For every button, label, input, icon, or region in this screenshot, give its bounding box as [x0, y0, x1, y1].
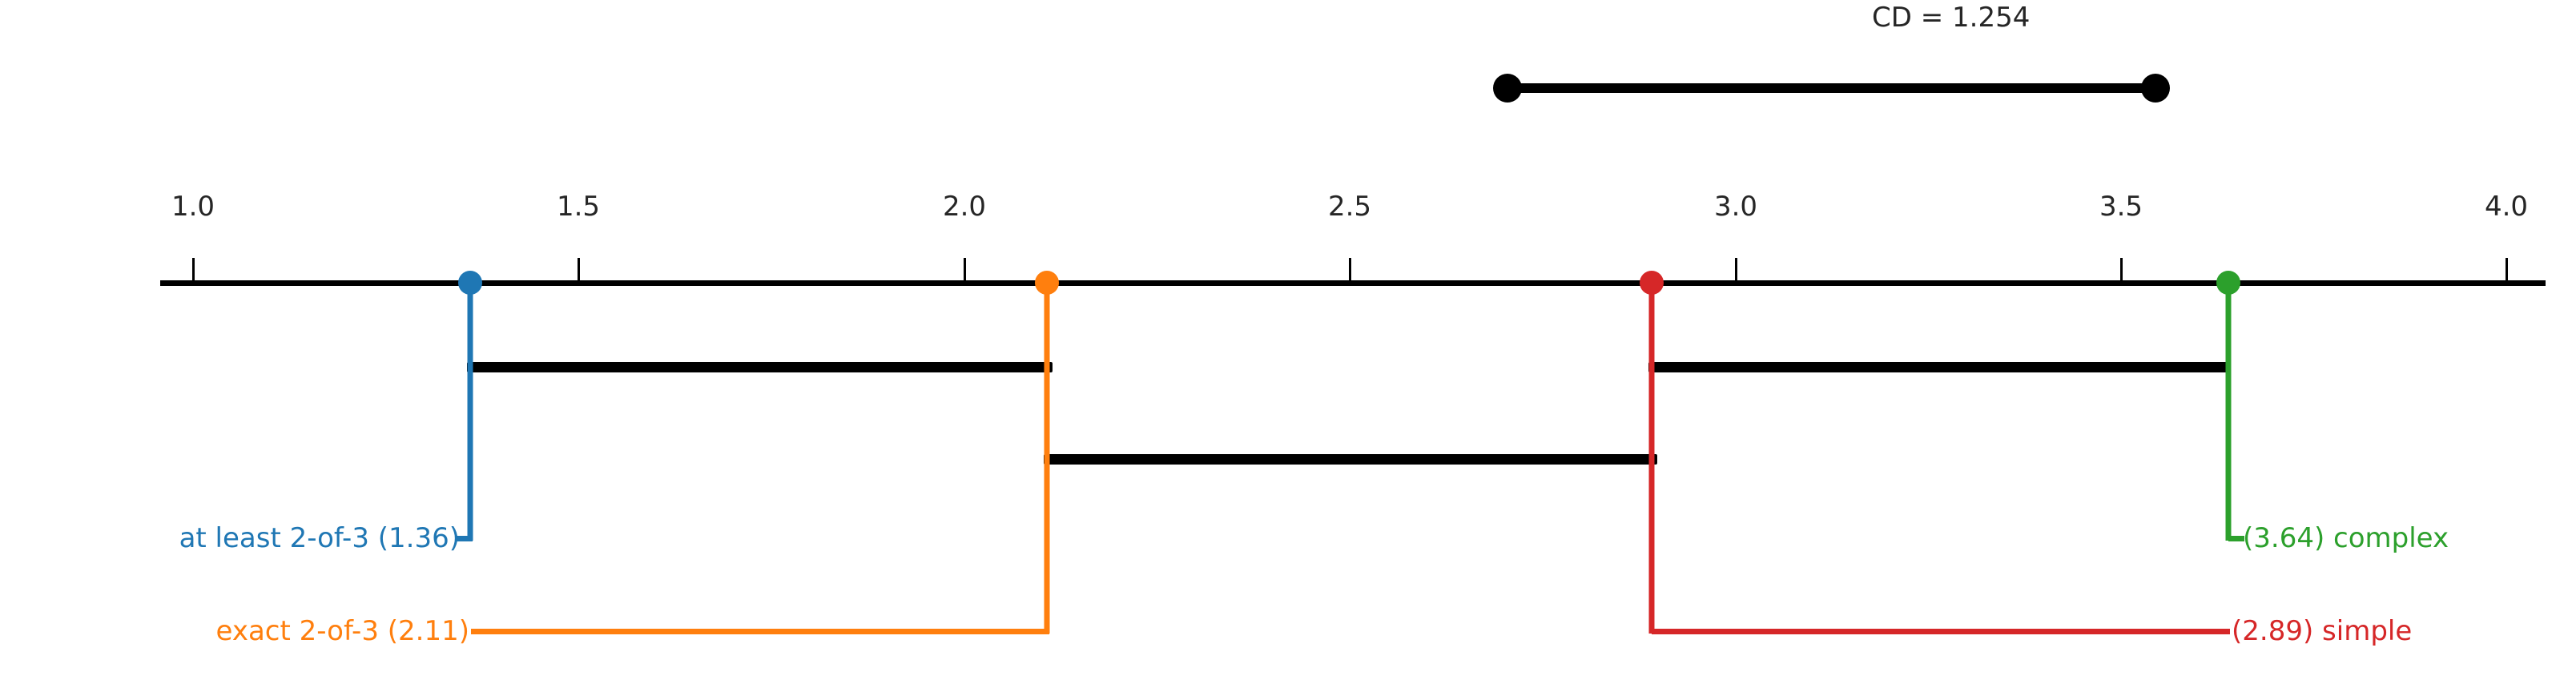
rank-axis-line [160, 280, 2546, 286]
leader-line-at-least-2-of-3 [467, 283, 473, 541]
axis-tick-1-5 [578, 258, 580, 282]
leader-line-complex [2225, 283, 2232, 541]
leader-elbow-complex [2228, 536, 2244, 541]
method-label-exact-2-of-3: exact 2-of-3 (2.11) [215, 615, 470, 647]
axis-tick-label-4-0: 4.0 [2484, 191, 2529, 223]
rank-marker-simple [1640, 271, 1664, 295]
leader-line-simple [1648, 283, 1655, 634]
axis-tick-label-1-0: 1.0 [171, 191, 215, 223]
leader-line-exact-2-of-3 [1044, 283, 1050, 634]
axis-tick-label-3-5: 3.5 [2099, 191, 2143, 223]
method-label-simple: (2.89) simple [2232, 615, 2413, 647]
leader-elbow-exact-2-of-3 [471, 629, 1049, 634]
cd-ruler-left-cap [1493, 74, 1522, 103]
axis-tick-4-0 [2506, 258, 2508, 282]
axis-tick-1-0 [192, 258, 195, 282]
rank-marker-at-least-2-of-3 [458, 271, 482, 295]
axis-tick-label-2-0: 2.0 [942, 191, 987, 223]
rank-marker-complex [2216, 271, 2240, 295]
method-label-at-least-2-of-3: at least 2-of-3 (1.36) [179, 522, 460, 554]
axis-tick-label-2-5: 2.5 [1327, 191, 1372, 223]
cd-value-label: CD = 1.254 [1872, 2, 2031, 34]
axis-tick-3-0 [1735, 258, 1737, 282]
clique-bar-2 [1044, 454, 1657, 465]
leader-elbow-at-least-2-of-3 [457, 536, 473, 541]
axis-tick-3-5 [2120, 258, 2123, 282]
rank-marker-exact-2-of-3 [1035, 271, 1059, 295]
method-label-complex: (3.64) complex [2243, 522, 2449, 554]
clique-bar-3 [1648, 362, 2231, 372]
axis-tick-label-1-5: 1.5 [556, 191, 601, 223]
leader-elbow-simple [1652, 629, 2230, 634]
axis-tick-label-3-0: 3.0 [1713, 191, 1758, 223]
axis-tick-2-5 [1349, 258, 1351, 282]
cd-ruler-right-cap [2141, 74, 2170, 103]
cd-ruler-bar [1507, 83, 2155, 93]
axis-tick-2-0 [964, 258, 966, 282]
clique-bar-1 [467, 362, 1053, 372]
